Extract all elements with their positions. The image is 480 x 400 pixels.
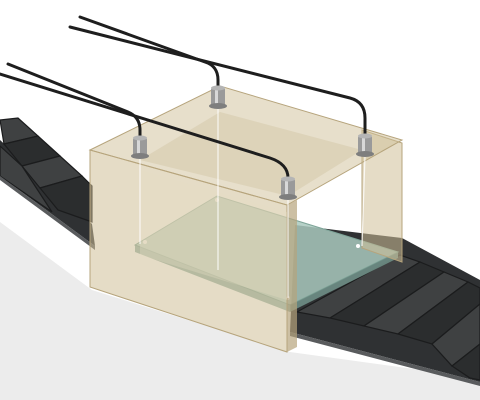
plate-corner-dot [356,244,360,248]
conveyor-segments-left [0,117,95,250]
cylindrical-sensor-icon [356,133,374,157]
sensor-beam [361,155,366,247]
conveyor-segment [450,343,480,381]
cylindrical-sensor-icon [131,135,149,159]
conveyor-edge [290,332,480,386]
conveyor-edge [0,176,95,250]
sensor-nut [279,194,297,200]
sensor-beams [139,108,366,298]
sensor-cap [358,133,372,139]
cable-line [68,25,367,136]
housing-top-underside [140,112,362,196]
sensor-nut [131,153,149,159]
conveyor-segments-right [290,254,480,386]
cable-line [78,15,220,90]
sensor-highlight [285,180,288,196]
sensor-cap [133,135,147,141]
floor-plane [0,222,480,400]
translucent-enclosure [88,85,404,353]
housing-front-edge [287,200,297,352]
cylindrical-sensor-icon [279,176,297,200]
sensor-nut [356,151,374,157]
sensor-cap [281,176,295,182]
conveyor-segment [0,145,53,213]
sensor-highlight [137,139,140,155]
glass-plate-side [290,252,398,312]
cylindrical-sensor-icon [209,85,227,109]
sensor-highlight [215,89,218,105]
cable-line [6,62,142,138]
housing-front-opening [140,170,287,300]
sensor-highlight [362,137,365,153]
conveyor-segment [431,303,480,367]
sensor-nut [209,103,227,109]
conveyor-segment [396,281,480,345]
sensors [131,85,374,200]
sensor-cap [211,85,225,91]
